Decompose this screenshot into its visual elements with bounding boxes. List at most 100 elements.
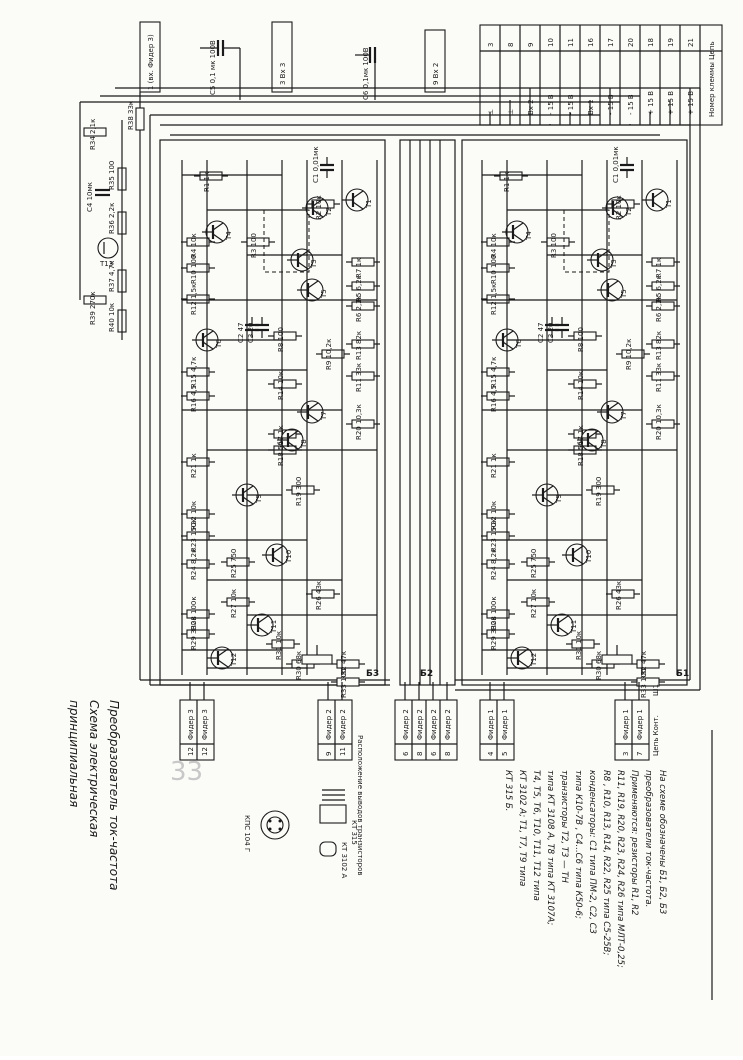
b3-r10-label: R10 100 (190, 255, 198, 284)
svg-text:Фидер 2: Фидер 2 (339, 709, 347, 740)
svg-text:КТ 315 Б.: КТ 315 Б. (503, 770, 513, 811)
b3-r15-label: R15 4,7к (190, 357, 198, 388)
b1-t3-label: T3 (610, 259, 618, 269)
b1-trimmer (601, 654, 633, 665)
pin-signal: - 15 В (607, 94, 615, 115)
pin-table: 21+ 15 В19+ 15 В18+ 15 В20- 15 В17- 15 В… (479, 24, 723, 126)
b1-r22-label: R22 10к (490, 501, 498, 530)
b3-r4-label: R4 10к (190, 233, 198, 258)
pin-number: 21 (687, 38, 695, 47)
b3-r26-label: R26 43к (315, 581, 323, 610)
svg-text:Ш1: Ш1 (652, 684, 660, 696)
top-connector-left-label: 1 (вх. Фидер 3) (147, 34, 155, 90)
svg-text:транзисторы T2, T3 — ТН: транзисторы T2, T3 — ТН (559, 770, 569, 883)
b1-t9-label: T9 (555, 494, 563, 504)
top-connector-right-label: 9 Вх 2 (432, 63, 440, 85)
svg-text:Фидер 1: Фидер 1 (487, 709, 495, 740)
pin-number: 18 (647, 38, 655, 47)
b3-t2-label: T2 (325, 207, 333, 217)
b3-t9-label: T9 (255, 494, 263, 504)
bus-lines (79, 87, 701, 691)
svg-text:4: 4 (487, 751, 495, 756)
top-connector-right: 9 Вх 2 (424, 29, 446, 93)
svg-text:6: 6 (430, 751, 438, 756)
svg-text:преобразователи ток-частота.: преобразователи ток-частота. (643, 770, 653, 907)
b1-r15-label: R15 4,7к (490, 357, 498, 388)
svg-text:8: 8 (416, 752, 424, 756)
top-connector-mid-label: 3 Вх 3 (279, 63, 287, 85)
svg-text:12: 12 (201, 747, 209, 756)
svg-text:Фидер 2: Фидер 2 (402, 709, 410, 740)
b1-r12-label: R12 1,5к (490, 284, 498, 315)
b3-r31-label: R31 10к (275, 631, 283, 660)
b1-t6-label: T6 (515, 339, 523, 349)
b1-t4-label: T4 (525, 231, 533, 241)
svg-text:Фидер 2: Фидер 2 (325, 709, 333, 740)
svg-text:6: 6 (402, 751, 410, 756)
b1-r20-label: R20 10,3к (655, 404, 663, 440)
pin-signal: + 15 В (687, 91, 695, 115)
svg-text:Фидер 1: Фидер 1 (501, 709, 509, 740)
b3-r25-label: R25 750 (230, 549, 238, 578)
b3-r12-label: R12 1,5к (190, 284, 198, 315)
b1-matched-pair-box (563, 209, 610, 273)
b1-r10-label: R10 100 (490, 255, 498, 284)
b1-r3-label: R3 100 (550, 233, 558, 258)
capacitor-c6: C6 0,1мк 100В (355, 47, 377, 100)
b3-r32-label: R32 47к (340, 651, 348, 680)
legend: Расположение выводов транзисторов КТ 315… (243, 735, 364, 879)
svg-text:Фидер 3: Фидер 3 (187, 709, 195, 740)
b3-r5-label: R5 6,2к (355, 275, 363, 302)
pin-table-header: Номер клеммы Цепь (708, 41, 716, 117)
svg-text:C1 0,01мк: C1 0,01мк (312, 146, 320, 183)
b3-r11-label: R11 33к (355, 363, 363, 392)
svg-text:R35 100: R35 100 (108, 161, 116, 190)
b3-t11-label: T11 (270, 620, 278, 634)
svg-text:R37 4,7к: R37 4,7к (108, 261, 116, 292)
b3-r23-label: R23 150к (190, 518, 198, 552)
block-b2-label: Б2 (420, 669, 433, 679)
b3-r28-label: R28 100к (190, 596, 198, 630)
capacitor-c6-label: C6 0,1мк 100В (362, 47, 370, 100)
svg-text:3: 3 (622, 752, 630, 756)
b1-r14-label: R14 10к (577, 371, 585, 400)
legend-kpc: КПС 104 Г (243, 815, 251, 852)
svg-text:8: 8 (444, 752, 452, 756)
pin-number: 20 (627, 38, 635, 47)
b1-r13-label: R13 82к (655, 331, 663, 360)
b1-t2-label: T2 (625, 207, 633, 217)
svg-text:5: 5 (501, 752, 509, 756)
pin-number: 19 (667, 38, 675, 47)
svg-text:12: 12 (187, 747, 195, 756)
b3-r29-label: R29 330к (190, 616, 198, 650)
b1-r9-label: R9 10,2к (625, 339, 633, 370)
b3-r13-label: R13 82к (355, 331, 363, 360)
transistor-pinout-kt315 (319, 789, 347, 824)
b1-r19-label: R19 300 (595, 477, 603, 506)
b3-r24-label: R24 8,2к (190, 549, 198, 580)
b1-r6-label: R6 2,2к (655, 295, 663, 322)
capacitor-c5-label: C5 0,1 мк 100В (209, 40, 217, 95)
b3-r16-label: R16 4,5 (190, 385, 198, 412)
svg-text:T13: T13 (99, 260, 113, 268)
svg-text:9: 9 (325, 752, 333, 756)
svg-text:R8 , R10, R13, R14, R22, R25 т: R8 , R10, R13, R14, R22, R25 типа С5-25В… (601, 770, 611, 955)
b1-r11-label: R11 33к (655, 363, 663, 392)
top-connector-mid: 3 Вх 3 (271, 21, 293, 93)
svg-text:Фидер 1: Фидер 1 (622, 709, 630, 740)
pin-number: 11 (567, 38, 575, 47)
b1-r24-label: R24 8,2к (490, 549, 498, 580)
svg-text:C3 20: C3 20 (547, 323, 555, 343)
title-line1: Преобразователь ток-частота (107, 700, 121, 890)
b3-t4-label: T4 (225, 231, 233, 241)
svg-text:7: 7 (636, 752, 644, 756)
svg-text:Фидер 3: Фидер 3 (201, 709, 209, 740)
block-b1-label: Б1 (676, 669, 689, 679)
svg-text:Фидер 2: Фидер 2 (430, 709, 438, 740)
b1-r28-label: R28 100к (490, 596, 498, 630)
b1-t8-label: T8 (600, 439, 608, 449)
b1-r5-label: R5 6,2к (655, 275, 663, 302)
pin-number: 10 (547, 38, 555, 47)
